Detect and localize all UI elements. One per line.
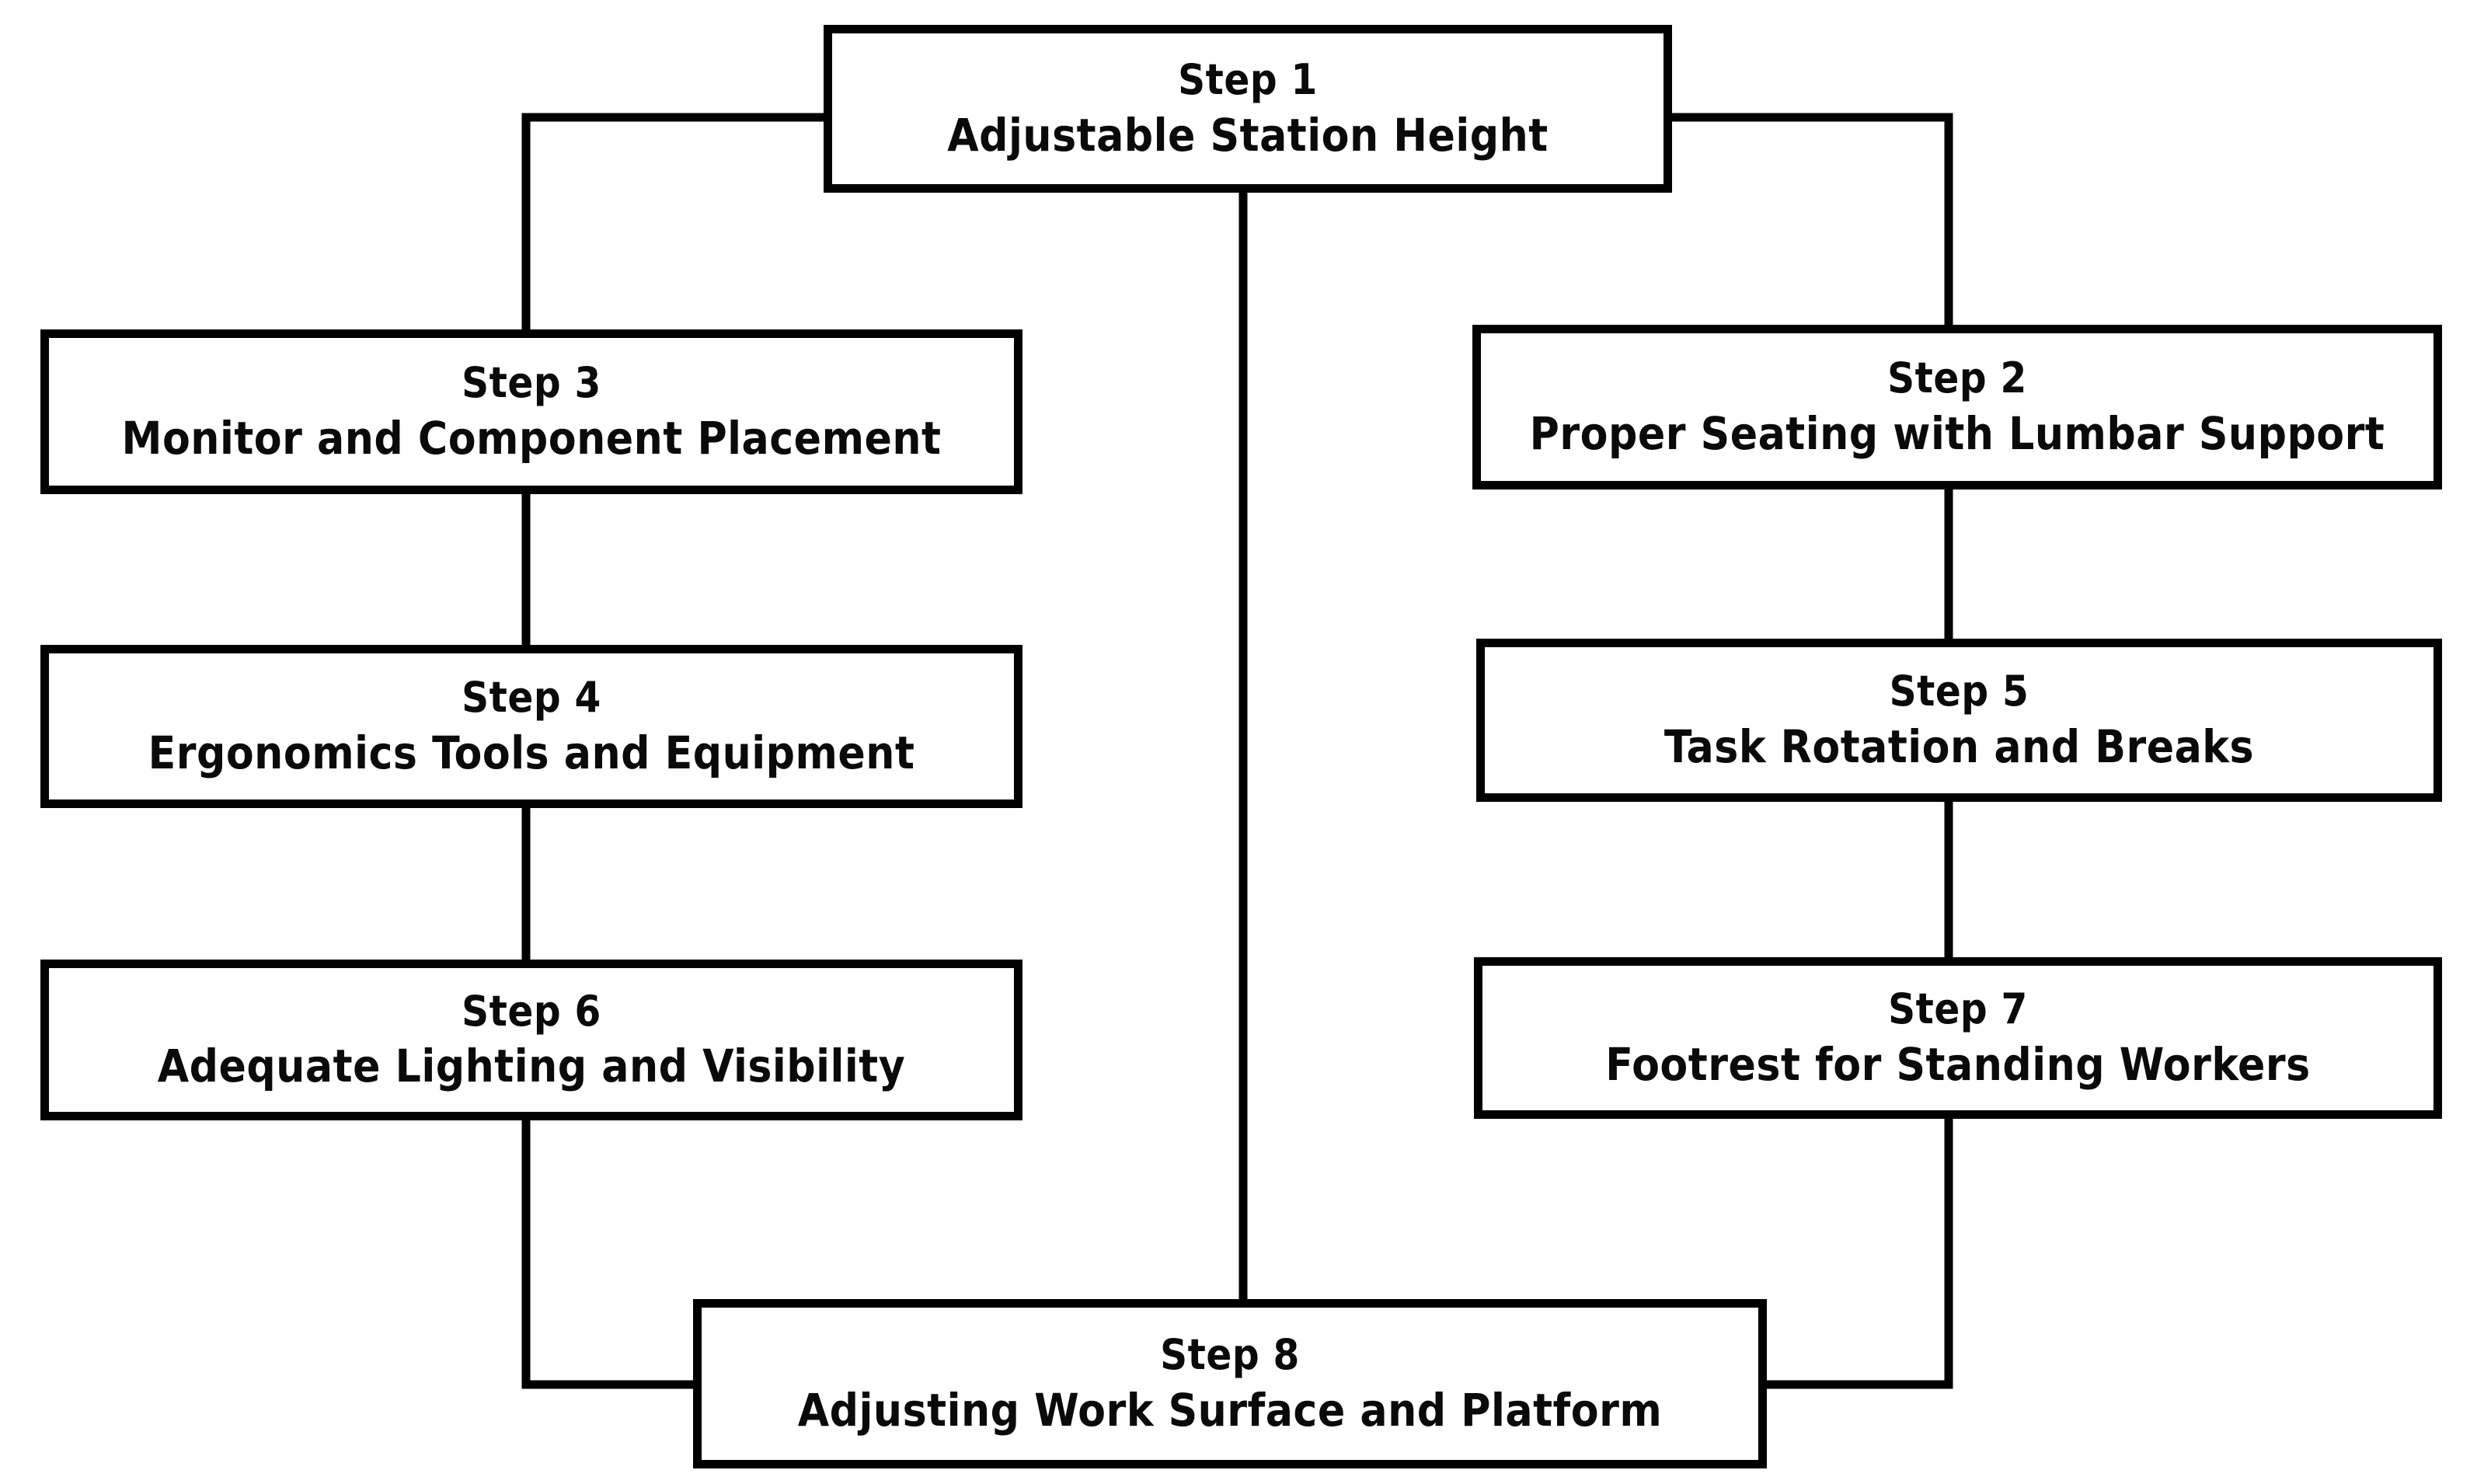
node-step5[interactable]: Step 5 Task Rotation and Breaks — [1476, 639, 2442, 802]
node-step7-title: Step 7 — [1888, 984, 2028, 1034]
edge-step7-to-step8 — [1761, 1119, 1953, 1389]
node-step2-description: Proper Seating with Lumbar Support — [1529, 406, 2385, 460]
node-step3-description: Monitor and Component Placement — [121, 411, 942, 465]
node-step1[interactable]: Step 1 Adjustable Station Height — [824, 25, 1672, 193]
node-step6-title: Step 6 — [462, 986, 601, 1036]
node-step3[interactable]: Step 3 Monitor and Component Placement — [40, 329, 1022, 494]
node-step2[interactable]: Step 2 Proper Seating with Lumbar Suppor… — [1472, 325, 2442, 489]
node-step4-title: Step 4 — [462, 673, 601, 723]
edge-step6-to-step8 — [521, 1120, 697, 1389]
node-step6[interactable]: Step 6 Adequate Lighting and Visibility — [40, 960, 1022, 1120]
node-step8-title: Step 8 — [1160, 1330, 1300, 1380]
node-step6-description: Adequate Lighting and Visibility — [157, 1040, 906, 1093]
node-step1-description: Adjustable Station Height — [947, 108, 1549, 162]
node-step7-description: Footrest for Standing Workers — [1605, 1037, 2311, 1091]
node-step2-title: Step 2 — [1887, 354, 2027, 403]
node-step7[interactable]: Step 7 Footrest for Standing Workers — [1474, 957, 2442, 1119]
node-step1-title: Step 1 — [1178, 55, 1318, 105]
node-step8-description: Adjusting Work Surface and Platform — [797, 1383, 1663, 1437]
node-step8[interactable]: Step 8 Adjusting Work Surface and Platfo… — [693, 1299, 1767, 1468]
node-step5-title: Step 5 — [1889, 667, 2029, 716]
edge-step1-to-step2 — [1668, 113, 1953, 325]
node-step3-title: Step 3 — [462, 358, 601, 408]
node-step4[interactable]: Step 4 Ergonomics Tools and Equipment — [40, 645, 1022, 808]
node-step4-description: Ergonomics Tools and Equipment — [148, 726, 915, 779]
node-step5-description: Task Rotation and Breaks — [1664, 719, 2255, 773]
edge-step1-to-step3 — [521, 113, 824, 329]
